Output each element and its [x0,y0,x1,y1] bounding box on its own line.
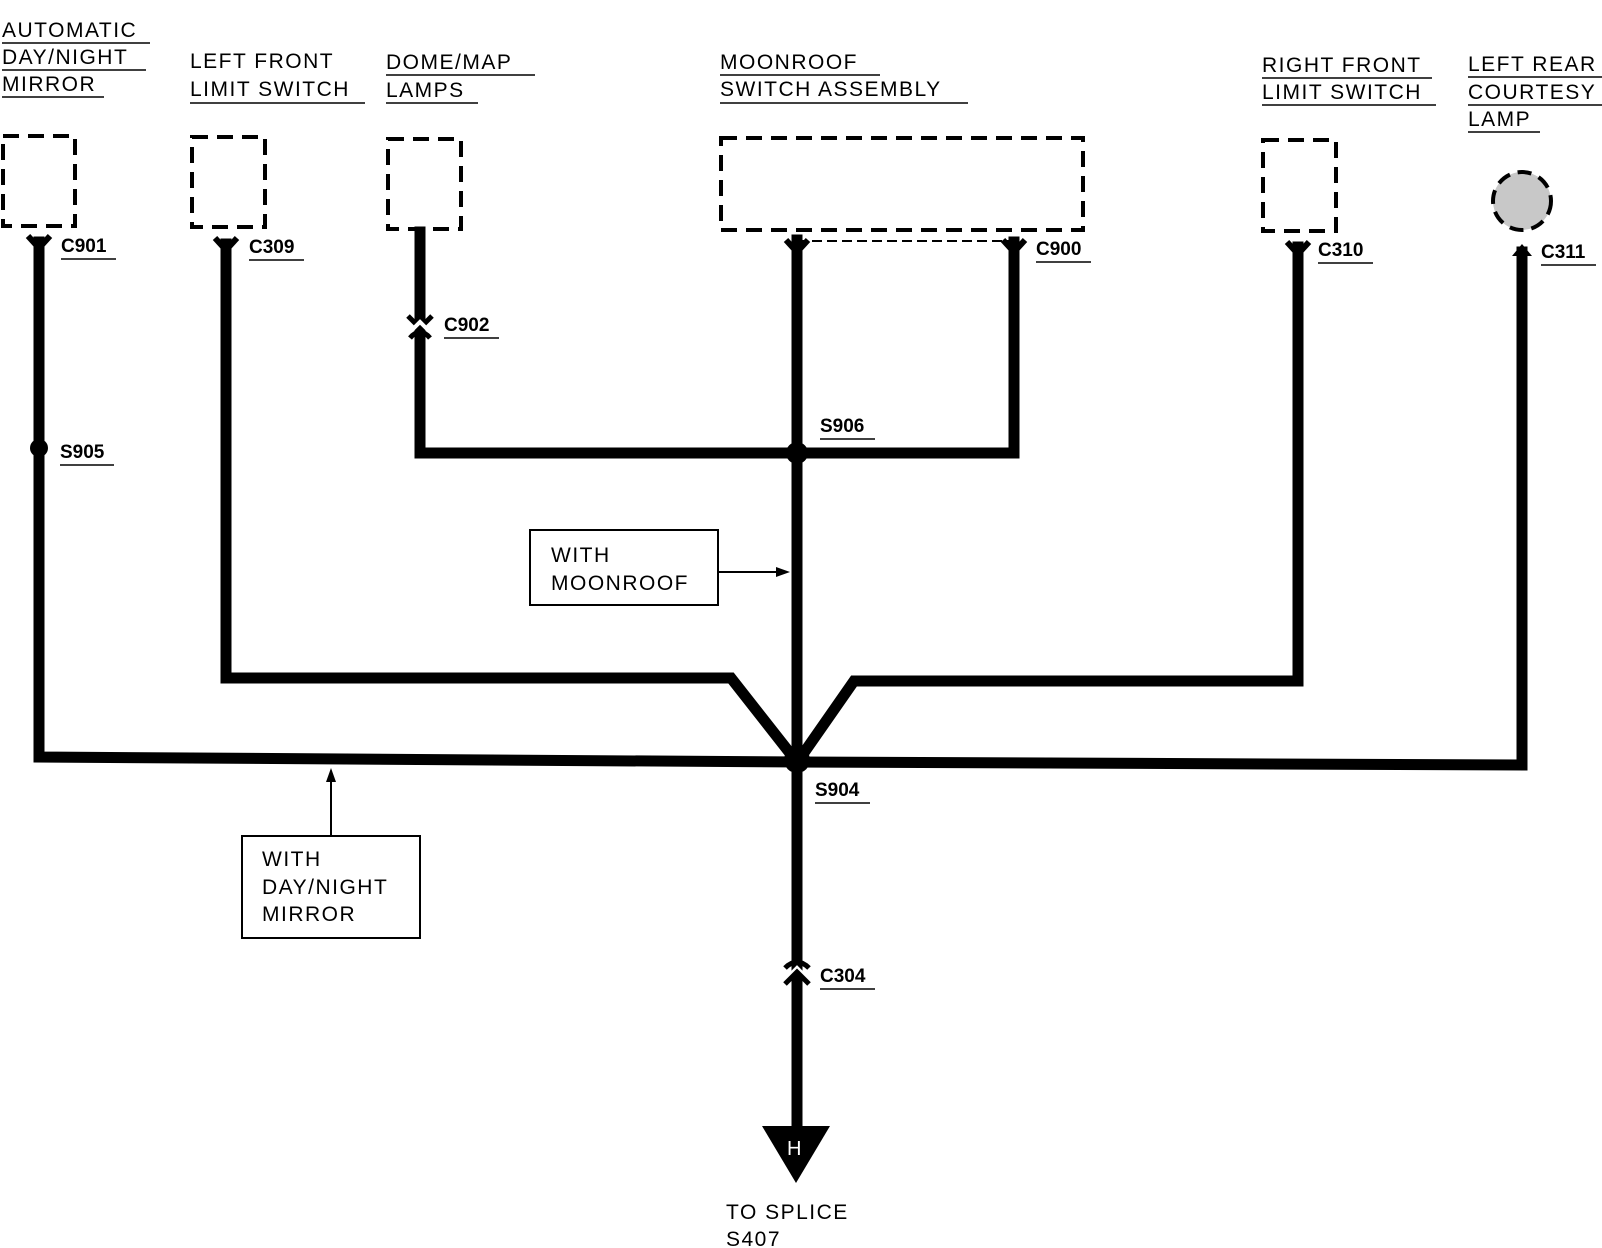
auto-mirror-label-line3: MIRROR [2,73,96,96]
c901-label: C901 [61,236,107,257]
mirror-branch-wire [33,236,803,768]
c310-label: C310 [1318,240,1363,261]
right-front-limit-label-line1: RIGHT FRONT [1262,54,1422,77]
with-moonroof-note: WITH MOONROOF [529,529,790,606]
with-moonroof-note-line2: MOONROOF [551,572,689,595]
c900-connector-symbol-b [1000,237,1028,257]
left-rear-courtesy-label-line2: COURTESY [1468,81,1596,104]
c309-connector-symbol [212,235,240,255]
right-front-limit-label-line2: LIMIT SWITCH [1262,81,1422,104]
moonroof-right-branch-wire [791,236,1020,459]
c902-label: C902 [444,315,489,336]
c902-connector-symbol [406,314,434,340]
destination-label-line2: S407 [726,1228,781,1248]
c901-connector-symbol [25,233,53,253]
s905-label: S905 [60,442,105,463]
s906-label: S906 [820,416,864,437]
left-rear-courtesy-label: LEFT REAR COURTESY LAMP [1468,53,1602,133]
dome-map-label-line1: DOME/MAP [386,51,512,74]
left-front-limit-label-line2: LIMIT SWITCH [190,78,350,101]
with-day-night-mirror-note: WITH DAY/NIGHT MIRROR [241,768,421,939]
left-rear-courtesy-label-line1: LEFT REAR [1468,53,1597,76]
left-front-limit-component-box [190,135,267,229]
moonroof-switch-label: MOONROOF SWITCH ASSEMBLY [720,51,968,104]
right-front-limit-label: RIGHT FRONT LIMIT SWITCH [1262,54,1436,106]
s906-splice-dot [786,442,808,464]
c310-connector-symbol [1284,239,1312,259]
s905-splice-dot [30,439,48,457]
dome-map-component-box [386,137,463,231]
c311-connector-symbol [1512,244,1532,256]
left-rear-courtesy-label-line3: LAMP [1468,108,1531,131]
with-moonroof-note-line1: WITH [551,544,611,567]
s904-label: S904 [815,780,860,801]
right-front-limit-component-box [1261,138,1338,233]
moonroof-switch-component-box [719,136,1085,232]
left-front-limit-branch-wire [220,238,801,765]
with-day-night-note-line2: DAY/NIGHT [262,876,388,899]
c304-label: C304 [820,966,866,987]
auto-mirror-component-box [1,134,77,228]
c311-label: C311 [1541,242,1586,263]
dome-map-label-line2: LAMPS [386,79,465,102]
moonroof-switch-label-line2: SWITCH ASSEMBLY [720,78,942,101]
c309-label: C309 [249,237,294,258]
c304-connector-symbol [783,959,811,986]
c900-connector-symbol-a [783,237,811,257]
splice-h-triangle-icon: H [762,1126,830,1183]
courtesy-lamp-branch-wire [791,246,1528,771]
dome-lamp-branch-wire [414,226,803,459]
auto-mirror-label: AUTOMATIC DAY/NIGHT MIRROR [2,19,150,98]
with-day-night-note-line3: MIRROR [262,903,356,926]
with-day-night-note-line1: WITH [262,848,322,871]
s904-splice-dot [784,747,810,773]
courtesy-lamp-icon [1491,170,1553,232]
left-front-limit-label: LEFT FRONT LIMIT SWITCH [190,50,365,104]
right-front-limit-branch-wire [793,241,1304,765]
auto-mirror-label-line2: DAY/NIGHT [2,46,128,69]
splice-h-letter: H [787,1138,801,1160]
moonroof-switch-label-line1: MOONROOF [720,51,858,74]
c900-label: C900 [1036,239,1081,260]
left-front-limit-label-line1: LEFT FRONT [190,50,334,73]
auto-mirror-label-line1: AUTOMATIC [2,19,137,42]
destination-label-line1: TO SPLICE [726,1201,849,1224]
dome-map-label: DOME/MAP LAMPS [386,51,535,104]
